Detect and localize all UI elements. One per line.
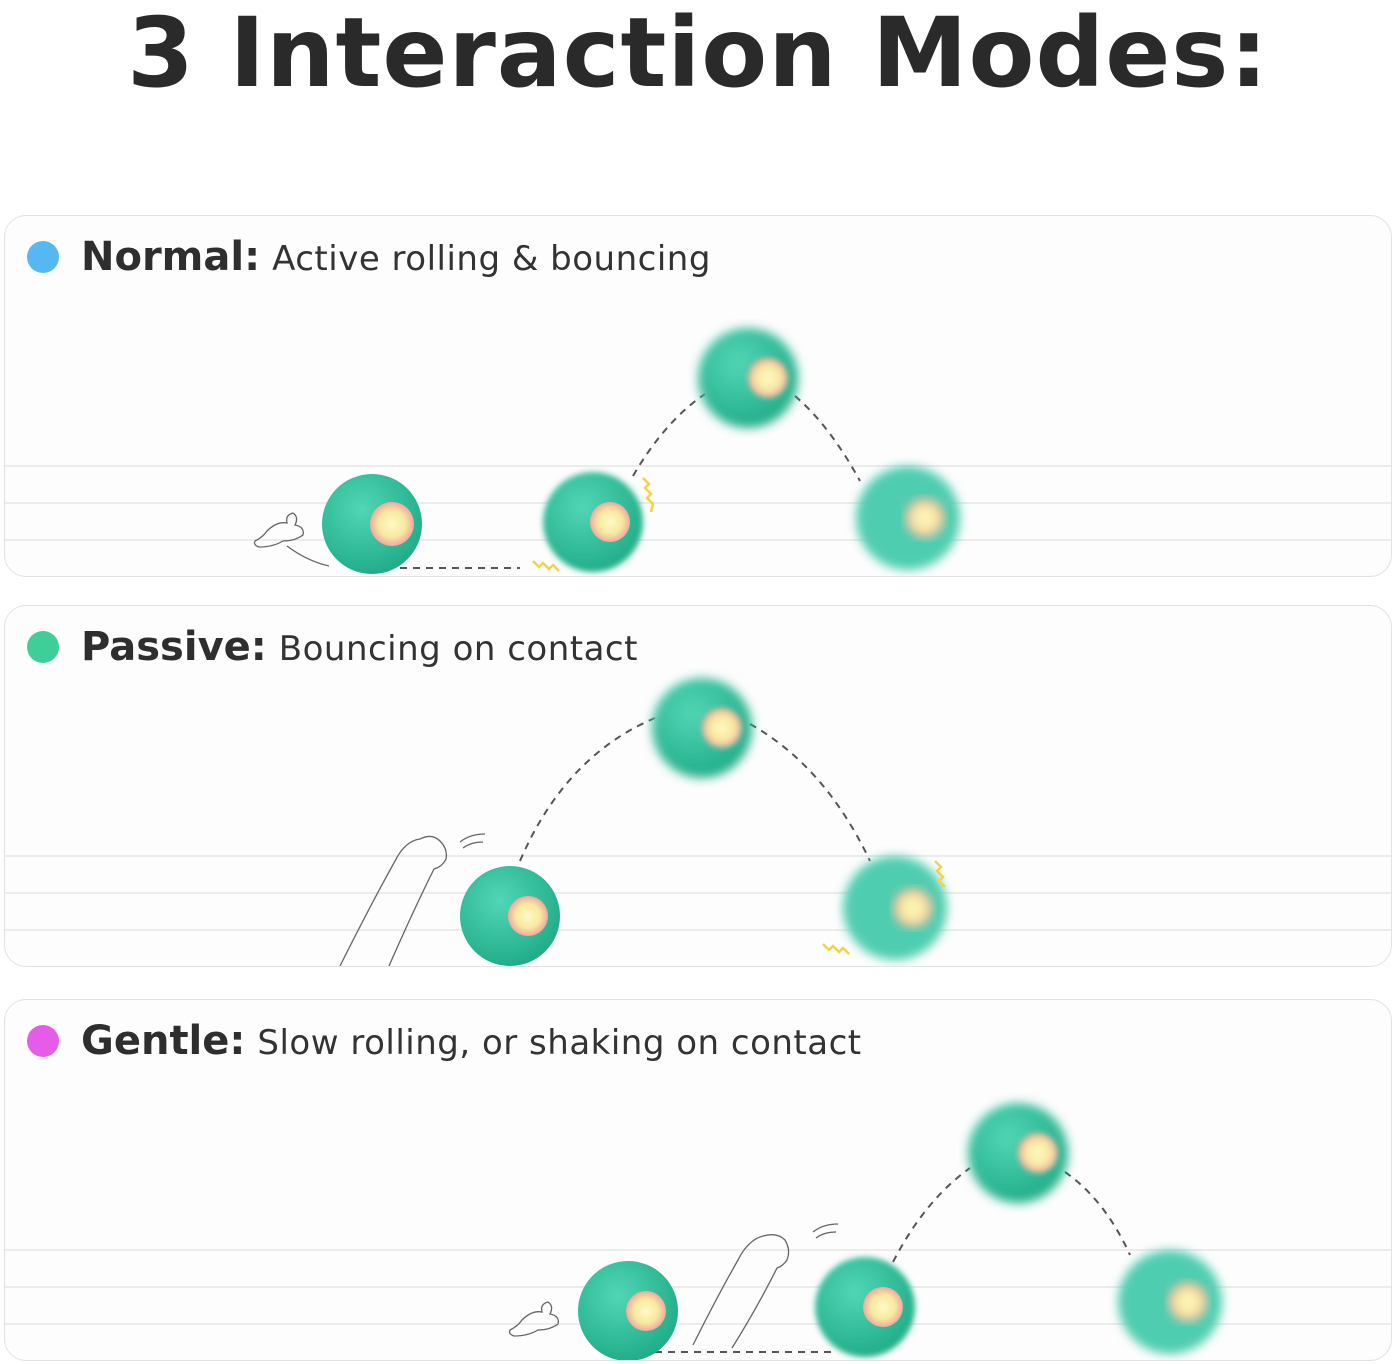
ball-toy-icon	[460, 866, 560, 966]
magenta-dot-icon	[27, 1025, 59, 1057]
mode-header-gentle: Gentle: Slow rolling, or shaking on cont…	[27, 1018, 862, 1064]
dashed-path	[655, 1167, 1131, 1353]
ball-toy-icon	[856, 466, 960, 570]
floor-lines	[5, 855, 1391, 931]
green-dot-icon	[27, 631, 59, 663]
gentle-mode-illustration	[5, 1103, 1391, 1360]
ball-toy-icon	[543, 472, 643, 572]
mode-name: Passive:	[81, 624, 267, 670]
ball-toy-icon	[652, 678, 752, 778]
blue-dot-icon	[27, 241, 59, 273]
mode-panel-passive: Passive: Bouncing on contact	[4, 605, 1392, 967]
mode-description: Active rolling & bouncing	[272, 239, 711, 279]
dashed-path	[400, 393, 861, 569]
page-title: 3 Interaction Modes:	[127, 0, 1269, 109]
floor-lines	[5, 465, 1391, 541]
ball-toy-icon	[815, 1257, 915, 1357]
mode-name: Gentle:	[81, 1018, 246, 1064]
mode-description: Bouncing on contact	[278, 629, 638, 669]
dashed-path	[519, 717, 871, 862]
ball-toy-icon	[322, 474, 422, 574]
cat-paw-icon	[253, 512, 330, 567]
normal-mode-illustration	[5, 328, 1391, 574]
mode-description: Slow rolling, or shaking on contact	[257, 1023, 862, 1063]
cat-paw-icon	[508, 1223, 839, 1349]
mode-panel-normal: Normal: Active rolling & bouncing	[4, 215, 1392, 577]
passive-mode-illustration	[5, 678, 1391, 966]
ball-toy-icon	[698, 328, 798, 428]
spark-icon	[822, 860, 946, 955]
mode-header-passive: Passive: Bouncing on contact	[27, 624, 638, 670]
mode-header-normal: Normal: Active rolling & bouncing	[27, 234, 711, 280]
ball-toy-icon	[968, 1103, 1068, 1203]
ball-toy-icon	[1118, 1250, 1222, 1354]
cat-paw-icon	[339, 833, 486, 966]
mode-panel-gentle: Gentle: Slow rolling, or shaking on cont…	[4, 999, 1392, 1361]
ball-toy-icon	[578, 1261, 678, 1360]
spark-icon	[532, 477, 655, 572]
ball-toy-icon	[843, 856, 947, 960]
mode-name: Normal:	[81, 234, 261, 280]
